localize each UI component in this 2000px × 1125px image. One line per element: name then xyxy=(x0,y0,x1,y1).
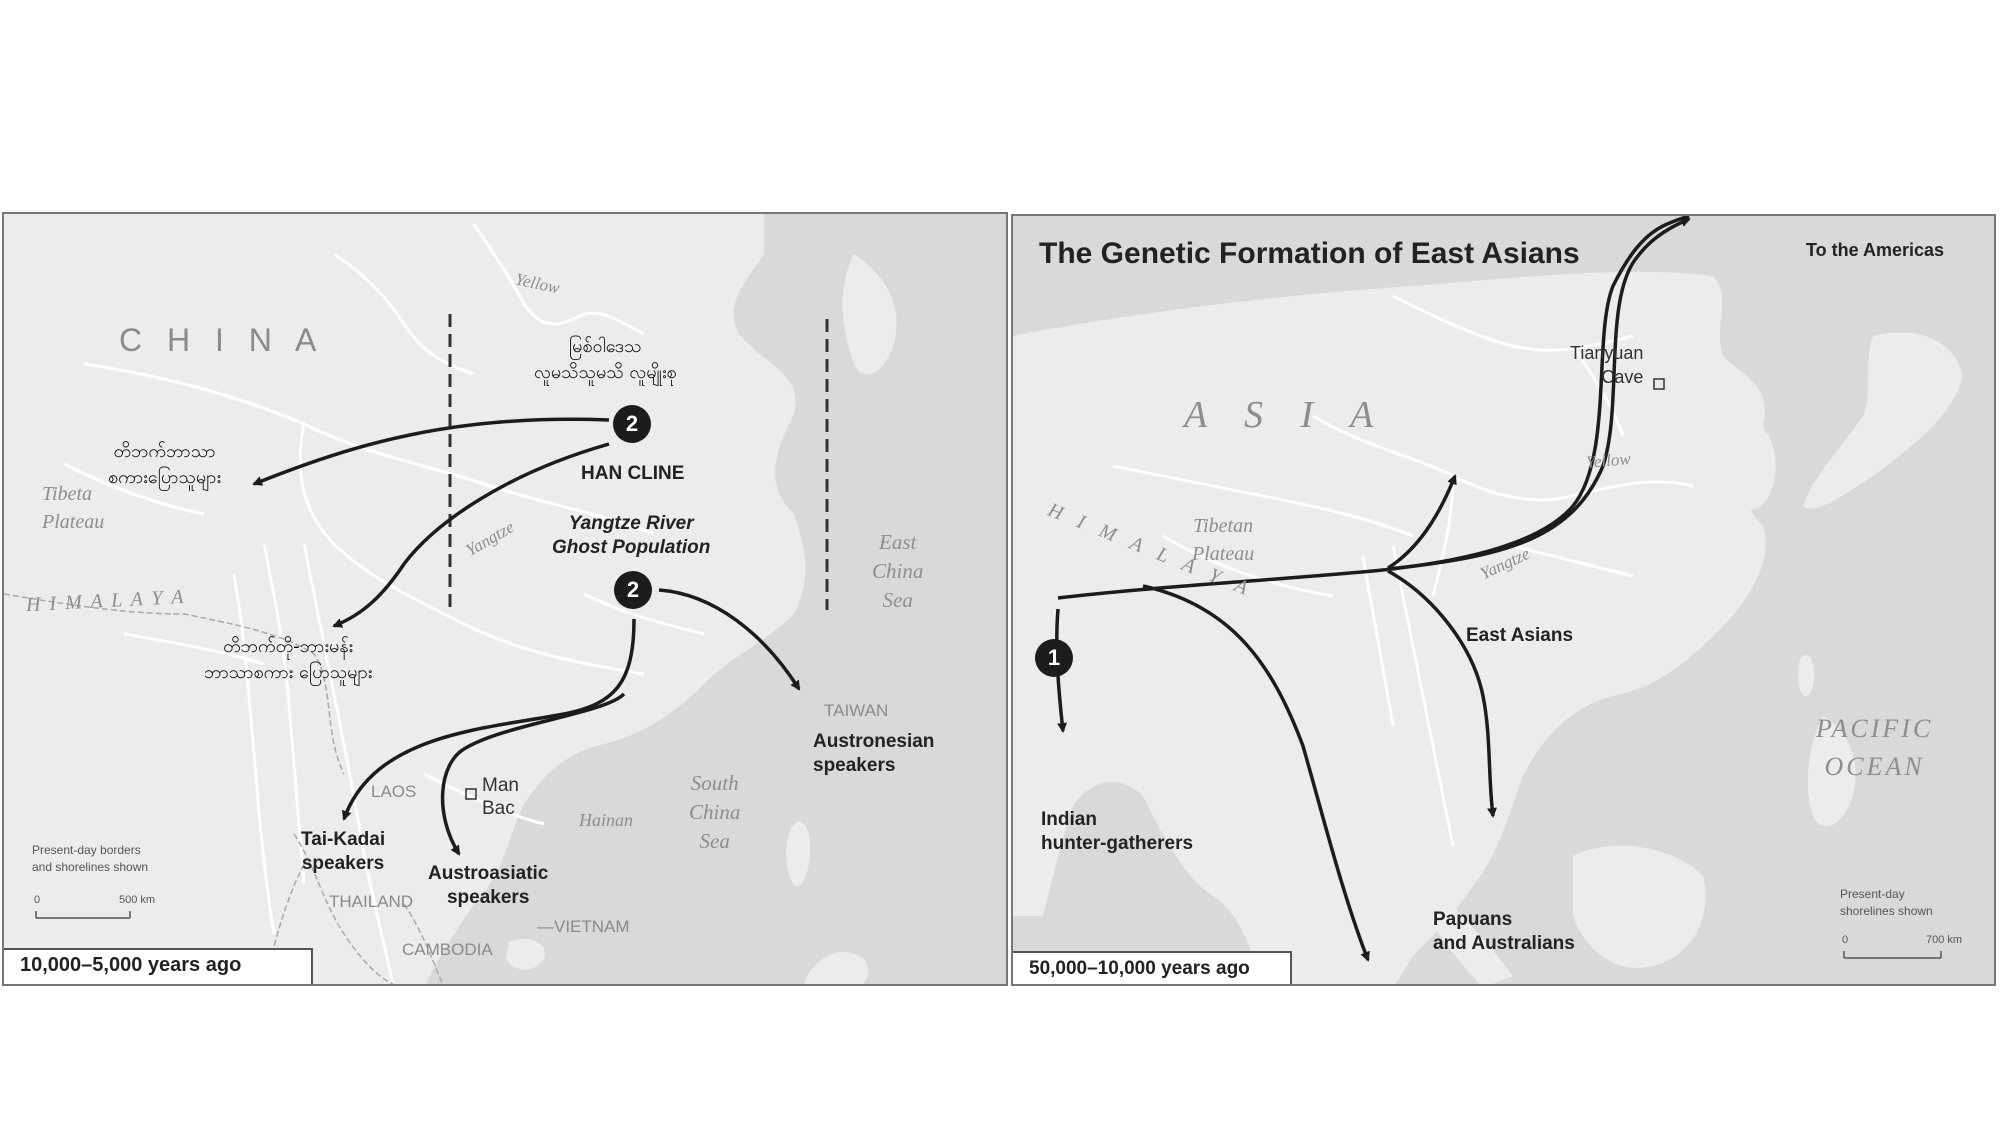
borders xyxy=(4,593,444,984)
marker-1: 1 xyxy=(1035,639,1073,677)
taiwan-label: TAIWAN xyxy=(824,701,889,720)
korea-land xyxy=(842,254,897,375)
arrow-to-papuans xyxy=(1142,584,1370,962)
korea-land xyxy=(1723,406,1776,510)
arrow-main-east xyxy=(1057,216,1690,600)
right-map-note: Present-day shorelines shown xyxy=(1840,887,1933,918)
borneo-land xyxy=(1573,845,1706,968)
arrow-to-americas xyxy=(1387,217,1691,571)
tibetan-speakers-label: တိဘက်ဘာသာ စကားပြောသူများ xyxy=(108,441,222,488)
pacific-ocean-label: PACIFIC OCEAN xyxy=(1816,714,1934,781)
asia-land xyxy=(1013,271,1766,984)
arrow-to-tibeto-burman-speakers xyxy=(332,442,610,628)
cambodia-label: CAMBODIA xyxy=(402,940,493,959)
rivers xyxy=(63,223,705,984)
hainan-label: Hainan xyxy=(579,810,633,830)
tai-kadai-speakers-label: Tai-Kadai speakers xyxy=(301,829,386,874)
right-scale-zero: 0 xyxy=(1842,934,1849,946)
papuans-and-australians-label: Papuans and Australians xyxy=(1433,909,1575,954)
right-map-panel: The Genetic Formation of East Asians To … xyxy=(1011,214,1996,986)
austroasiatic-speakers-label: Austroasiatic speakers xyxy=(428,863,549,908)
left-scale-bar xyxy=(35,911,131,919)
tibet-plateau-label: Tibeta Plateau xyxy=(42,483,105,533)
taiwan-land xyxy=(786,821,811,887)
thailand-label: THAILAND xyxy=(329,892,414,911)
migration-arrows xyxy=(252,417,801,856)
philippines-land xyxy=(1807,716,1856,827)
left-map-background xyxy=(4,214,897,984)
laos-label: LAOS xyxy=(371,782,417,801)
hainan-land xyxy=(506,938,545,970)
south-china-sea-label: South China Sea xyxy=(689,771,741,853)
right-map-background xyxy=(1013,216,1963,984)
left-map-panel: C H I N A Yellow Yangtze Tibeta Plateau … xyxy=(2,212,1008,986)
left-period-label: 10,000–5,000 years ago xyxy=(4,948,313,984)
asia-label: A S I A xyxy=(1184,394,1388,436)
east-china-sea-label: East China Sea xyxy=(872,530,924,612)
man-bac-label: Man Bac xyxy=(482,775,519,819)
right-scale-max: 700 km xyxy=(1926,934,1963,946)
yangtze-ghost-population-label: Yangtze River Ghost Population xyxy=(552,513,711,558)
left-scale-max: 500 km xyxy=(119,894,156,906)
han-cline-label: HAN CLINE xyxy=(581,463,685,484)
yellow-river-ghost-population-label: မြစ်ဝါဒေသ လူမသိသူမသိ လူမျိုးစု xyxy=(534,336,677,383)
marker-2-south: 2 xyxy=(614,571,652,609)
japan-land xyxy=(1803,332,1963,509)
sumatra-land xyxy=(1413,876,1513,984)
tibetan-plateau-label: Tibetan Plateau xyxy=(1192,515,1255,565)
taiwan-land xyxy=(1798,655,1815,697)
mainland-land xyxy=(4,214,806,984)
east-asians-label: East Asians xyxy=(1466,625,1574,646)
right-period-label: 50,000–10,000 years ago xyxy=(1013,951,1292,984)
map-title: The Genetic Formation of East Asians xyxy=(1039,237,1580,270)
austronesian-speakers-label: Austronesian speakers xyxy=(813,731,935,776)
tibeto-burman-speakers-label: တိဘက်တို-ဘားမန်း ဘာသာစကား ပြောသူများ xyxy=(204,636,373,683)
arrow-to-tibetan-speakers xyxy=(252,417,610,486)
arrow-to-austroasiatic xyxy=(440,692,626,856)
country-label-china: C H I N A xyxy=(119,322,325,358)
tianyuan-cave-label: Tianyuan Cave xyxy=(1570,343,1644,387)
vietnam-label: —VIETNAM xyxy=(537,917,630,936)
arrow-to-austronesian xyxy=(658,588,801,691)
arrow-to-tai-kadai xyxy=(341,618,636,821)
river-label-yellow: Yellow xyxy=(1585,449,1632,472)
to-the-americas-label: To the Americas xyxy=(1806,240,1945,260)
indian-hunter-gatherers-label: Indian hunter-gatherers xyxy=(1041,809,1194,854)
right-scale-bar xyxy=(1843,951,1942,959)
migration-arrows xyxy=(1055,216,1691,962)
left-scale-zero: 0 xyxy=(34,894,41,906)
arrow-to-east-asians xyxy=(1387,569,1497,818)
tianyuan-cave-site-icon xyxy=(1653,378,1665,390)
marker-2-north: 2 xyxy=(613,405,651,443)
philippines-land xyxy=(804,952,869,984)
man-bac-site-icon xyxy=(465,788,477,800)
left-map-note: Present-day borders and shorelines shown xyxy=(32,843,149,874)
arrow-to-north-east-asia xyxy=(1387,474,1457,570)
